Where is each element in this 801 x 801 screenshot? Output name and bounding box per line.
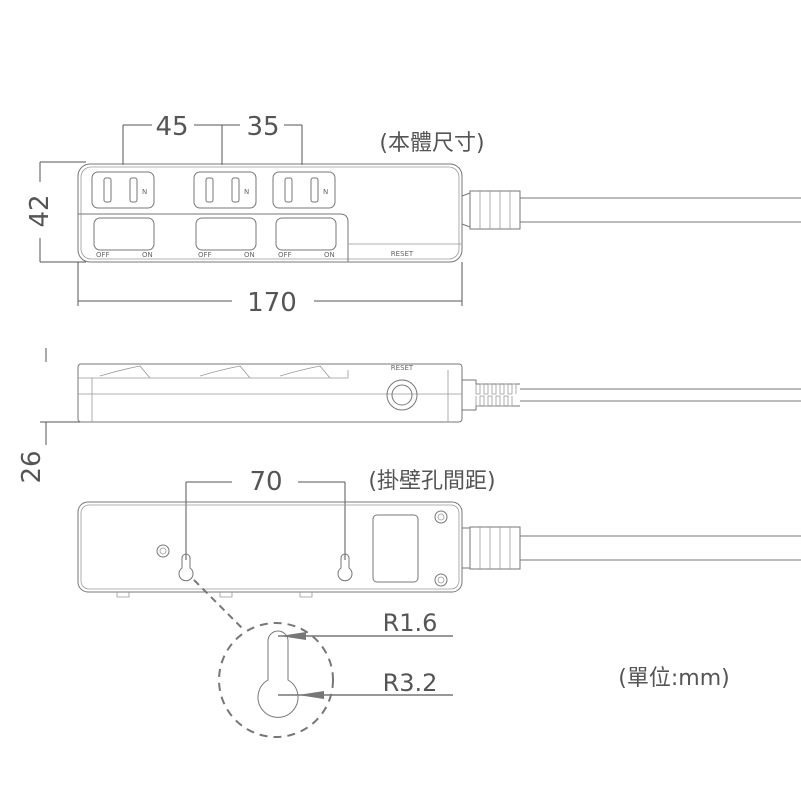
top-view-title: (本體尺寸) bbox=[379, 131, 484, 156]
cord-top bbox=[461, 190, 801, 230]
radius-r3-2: R3.2 bbox=[383, 669, 438, 697]
svg-text:N: N bbox=[142, 188, 147, 196]
radius-r1-6: R1.6 bbox=[383, 609, 438, 637]
keyhole-left bbox=[178, 553, 194, 582]
dim-45: 45 bbox=[155, 112, 188, 142]
switches: OFF ON OFF ON OFF ON bbox=[93, 217, 337, 259]
svg-text:N: N bbox=[244, 188, 249, 196]
svg-text:ON: ON bbox=[244, 251, 255, 259]
top-view: 45 35 (本體尺寸) 42 170 RESET N N N OFF ON OF… bbox=[25, 112, 801, 318]
keyhole-detail bbox=[257, 630, 299, 718]
svg-text:OFF: OFF bbox=[198, 251, 212, 259]
bottom-view: 70 (掛壁孔間距) R1.6 R3.2 bbox=[77, 467, 801, 738]
unit-note: (單位:mm) bbox=[618, 666, 729, 691]
dim-35: 35 bbox=[246, 112, 279, 142]
side-reset-label: RESET bbox=[391, 364, 414, 372]
detail-circle bbox=[218, 622, 334, 738]
dim-70: 70 bbox=[249, 467, 282, 497]
outlets: N N N bbox=[91, 171, 336, 209]
dim-42: 42 bbox=[25, 194, 55, 227]
svg-text:ON: ON bbox=[324, 251, 335, 259]
dim-26: 26 bbox=[17, 450, 47, 483]
svg-text:OFF: OFF bbox=[96, 251, 110, 259]
reset-label: RESET bbox=[391, 250, 414, 258]
bottom-view-title: (掛壁孔間距) bbox=[368, 469, 495, 494]
svg-text:ON: ON bbox=[142, 251, 153, 259]
side-view: 26 RESET bbox=[17, 348, 801, 484]
reset-button bbox=[386, 379, 418, 411]
dim-170: 170 bbox=[247, 288, 297, 318]
svg-text:N: N bbox=[323, 188, 328, 196]
keyhole-right bbox=[337, 553, 353, 582]
svg-text:OFF: OFF bbox=[278, 251, 292, 259]
